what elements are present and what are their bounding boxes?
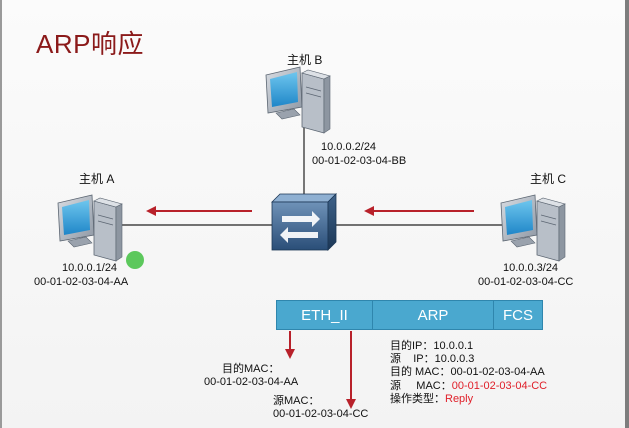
host-b-computer-icon xyxy=(265,66,331,134)
host-c-mac: 00-01-02-03-04-CC xyxy=(478,276,574,288)
eth-src-mac-value: 00-01-02-03-04-CC xyxy=(273,408,369,420)
host-a-mac: 00-01-02-03-04-AA xyxy=(34,276,129,288)
slide-border-right xyxy=(625,0,629,428)
frame-fcs: FCS xyxy=(493,300,543,330)
status-indicator-dot xyxy=(126,251,144,269)
arp-src-mac-row: 源 MAC：00-01-02-03-04-CC xyxy=(390,379,548,392)
host-c-ip: 10.0.0.3/24 xyxy=(503,262,559,274)
host-c-computer-icon xyxy=(500,194,566,262)
frame-arp: ARP xyxy=(372,300,494,330)
host-b-mac: 00-01-02-03-04-BB xyxy=(312,155,407,167)
slide-border-left xyxy=(0,0,2,428)
eth-src-mac-label: 源MAC： xyxy=(273,395,320,407)
host-b-name: 主机 B xyxy=(287,53,323,67)
frame-eth-ii: ETH_II xyxy=(276,300,373,330)
host-c-name: 主机 C xyxy=(530,172,567,186)
host-a-computer-icon xyxy=(57,194,123,262)
arp-dst-mac-row: 目的 MAC：00-01-02-03-04-AA xyxy=(390,366,545,379)
page-title: ARP响应 xyxy=(36,29,144,59)
arp-op-row: 操作类型：Reply xyxy=(390,392,474,405)
eth-dst-mac-label: 目的MAC： xyxy=(222,363,280,375)
arp-src-ip-row: 源 IP：10.0.0.3 xyxy=(390,353,475,366)
switch-icon xyxy=(271,193,337,251)
host-a-ip: 10.0.0.1/24 xyxy=(62,262,118,274)
host-b-ip: 10.0.0.2/24 xyxy=(321,141,377,153)
host-a-name: 主机 A xyxy=(79,172,115,186)
eth-dst-mac-value: 00-01-02-03-04-AA xyxy=(204,376,299,388)
arp-dst-ip-row: 目的IP：10.0.0.1 xyxy=(390,340,474,352)
arp-field-list: 目的IP：10.0.0.1 源 IP：10.0.0.3 目的 MAC：00-01… xyxy=(390,340,547,406)
